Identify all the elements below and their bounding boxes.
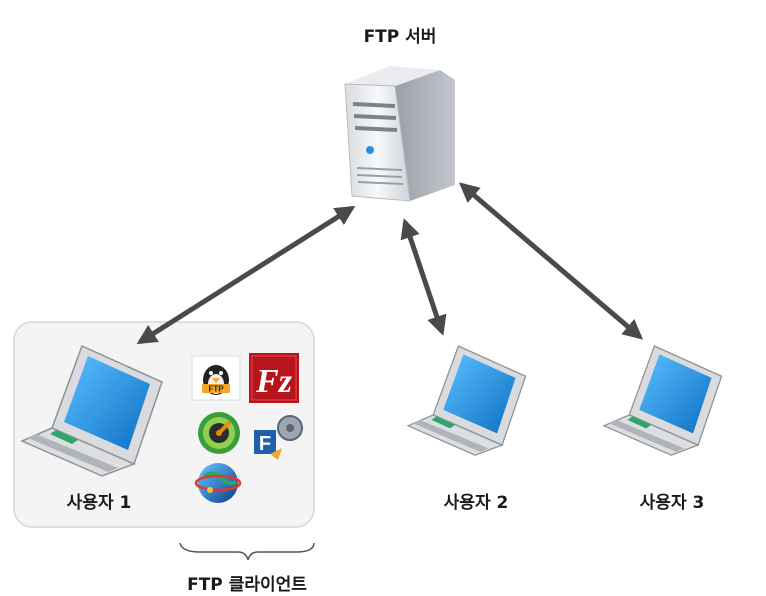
server-tower-icon	[344, 66, 455, 202]
filezilla-glyph: Fz	[255, 363, 293, 400]
ftp-disc-icon	[198, 412, 240, 454]
arrow-server-user3	[458, 182, 644, 340]
laptop-icon-user1	[20, 344, 163, 477]
client-bracket	[179, 542, 315, 561]
ftp-globe-icon	[194, 463, 242, 503]
ftp-penguin-icon: FTP	[191, 355, 241, 401]
laptop-icon-user2	[406, 345, 527, 456]
ftp-fz-gear-icon: F	[254, 415, 303, 460]
laptop-icon-user3	[602, 345, 723, 456]
arrow-server-user1	[136, 205, 356, 345]
filezilla-icon: Fz	[249, 353, 299, 403]
ftp-client-label: FTP 클라이언트	[187, 575, 307, 595]
user-1-label: 사용자 1	[66, 493, 132, 513]
arrow-server-user2	[400, 218, 447, 336]
fz-glyph: F	[259, 433, 271, 455]
server-label: FTP 서버	[363, 27, 437, 47]
ftp-glyph: FTP	[208, 385, 224, 394]
user-2-label: 사용자 2	[443, 493, 509, 513]
user-3-label: 사용자 3	[639, 493, 705, 513]
